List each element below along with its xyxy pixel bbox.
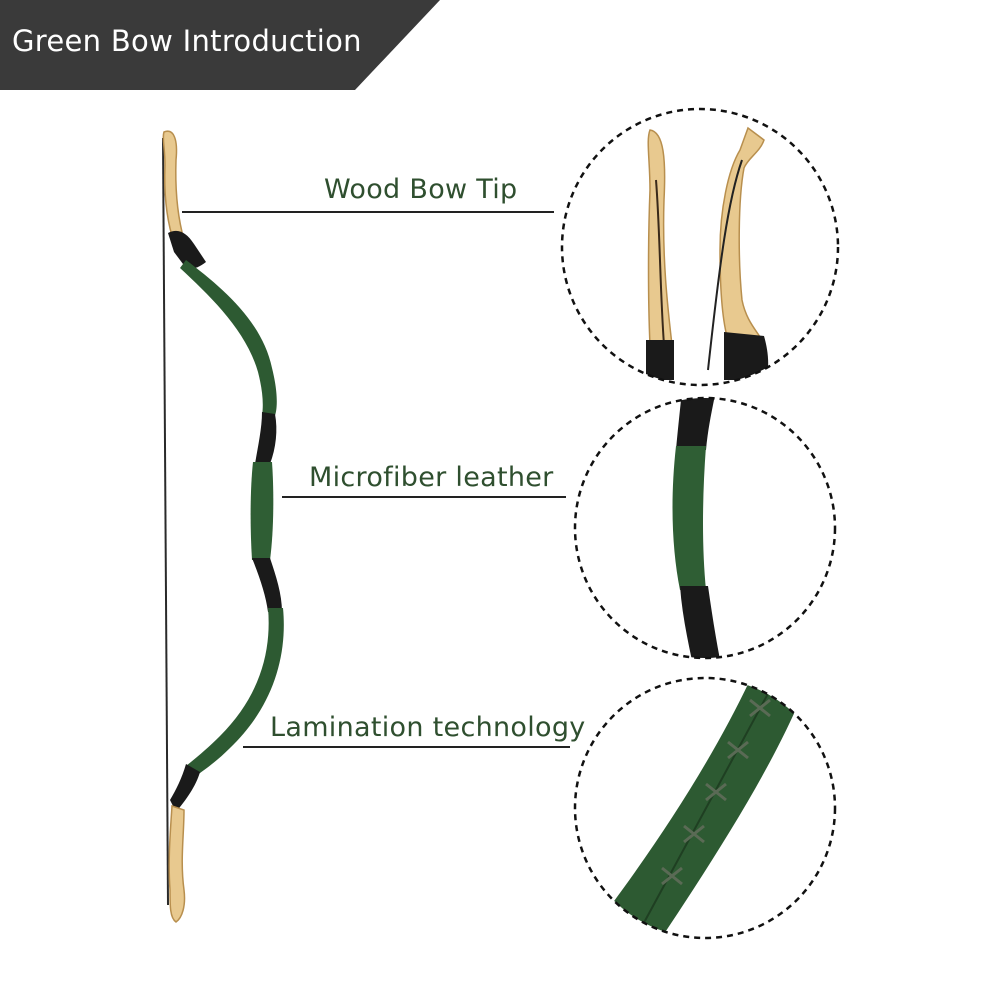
microfiber-leather-closeup-icon xyxy=(573,396,837,660)
callout-label-wood-bow-tip: Wood Bow Tip xyxy=(324,174,518,205)
banner-shape xyxy=(0,0,440,90)
page-title: Green Bow Introduction xyxy=(12,24,362,58)
callout-label-lamination-technology: Lamination technology xyxy=(270,712,586,743)
callout-label-microfiber-leather: Microfiber leather xyxy=(309,462,554,493)
header-banner: Green Bow Introduction xyxy=(0,0,440,90)
lamination-closeup-icon xyxy=(573,676,837,940)
bow-string xyxy=(162,137,169,906)
bow-icon xyxy=(162,130,284,923)
wood-bow-tip-closeup-icon xyxy=(560,107,840,387)
